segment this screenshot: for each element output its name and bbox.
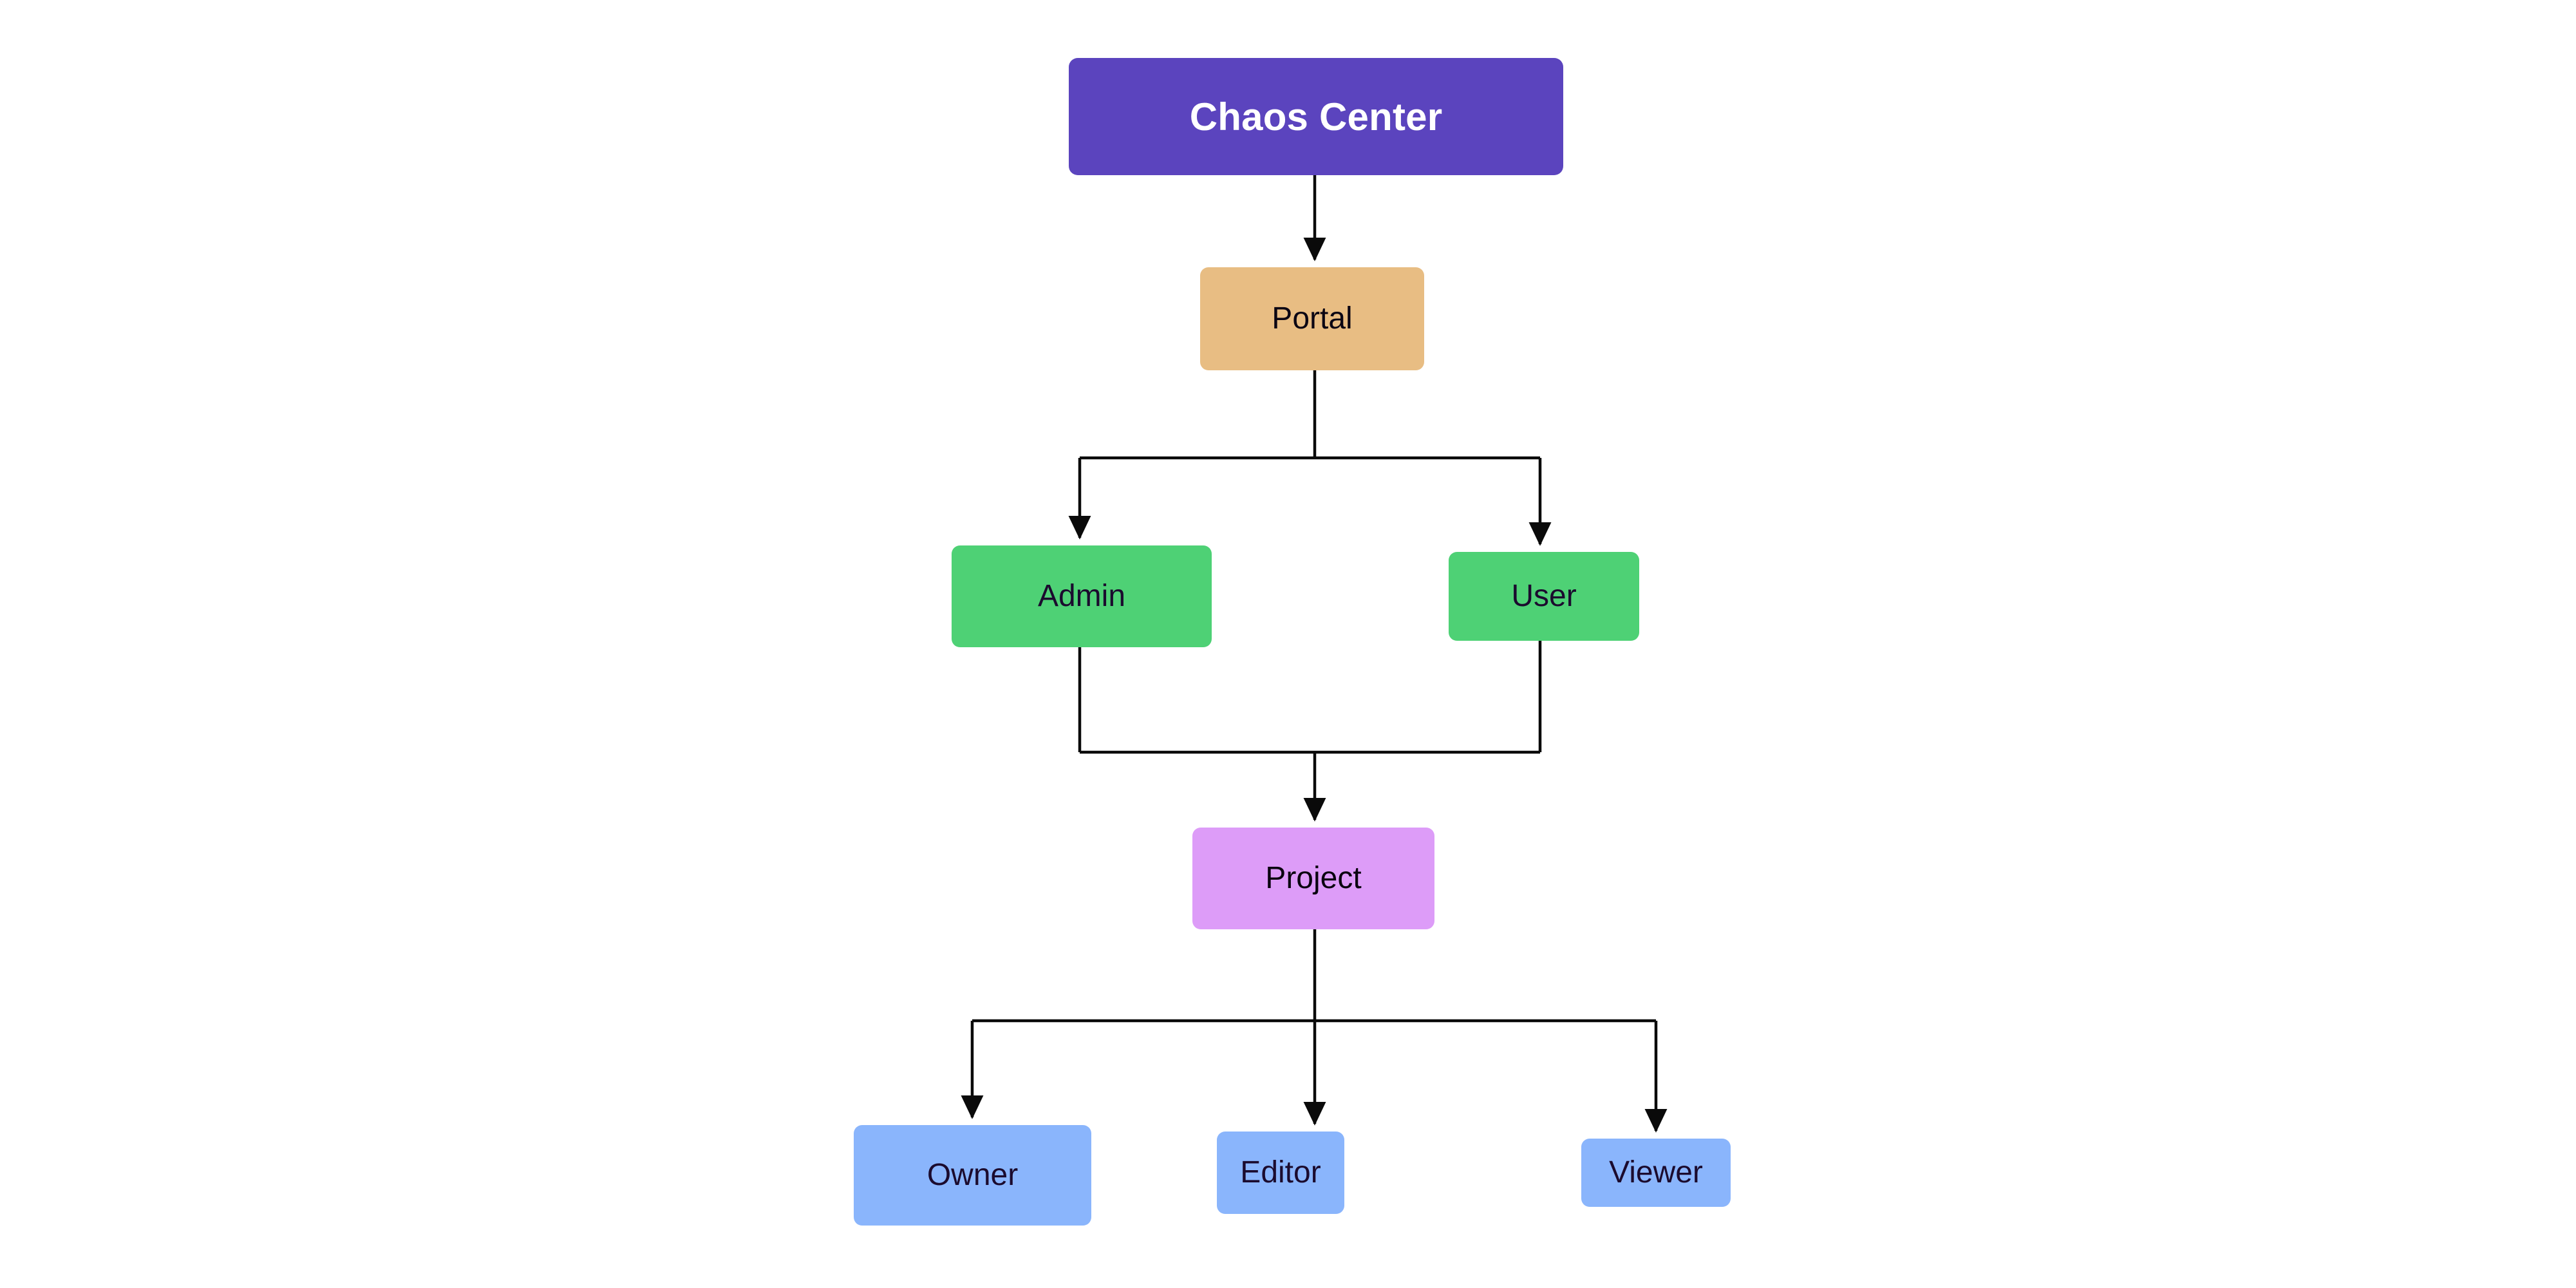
node-owner-label: Owner — [926, 1157, 1019, 1192]
node-viewer-label: Viewer — [1609, 1155, 1703, 1189]
node-editor[interactable]: Editor — [1217, 1132, 1344, 1214]
node-portal-label: Portal — [1272, 301, 1353, 336]
node-project-label: Project — [1265, 860, 1362, 895]
node-chaos-center-label: Chaos Center — [1189, 95, 1443, 138]
node-user[interactable]: User — [1449, 552, 1639, 641]
node-user-label: User — [1511, 578, 1577, 613]
node-admin-label: Admin — [1037, 578, 1126, 613]
node-editor-label: Editor — [1240, 1155, 1321, 1189]
node-owner[interactable]: Owner — [854, 1125, 1091, 1226]
node-chaos-center[interactable]: Chaos Center — [1069, 58, 1563, 175]
node-project[interactable]: Project — [1192, 828, 1434, 929]
node-admin[interactable]: Admin — [952, 545, 1212, 647]
node-viewer[interactable]: Viewer — [1581, 1139, 1731, 1207]
node-portal[interactable]: Portal — [1200, 267, 1424, 370]
